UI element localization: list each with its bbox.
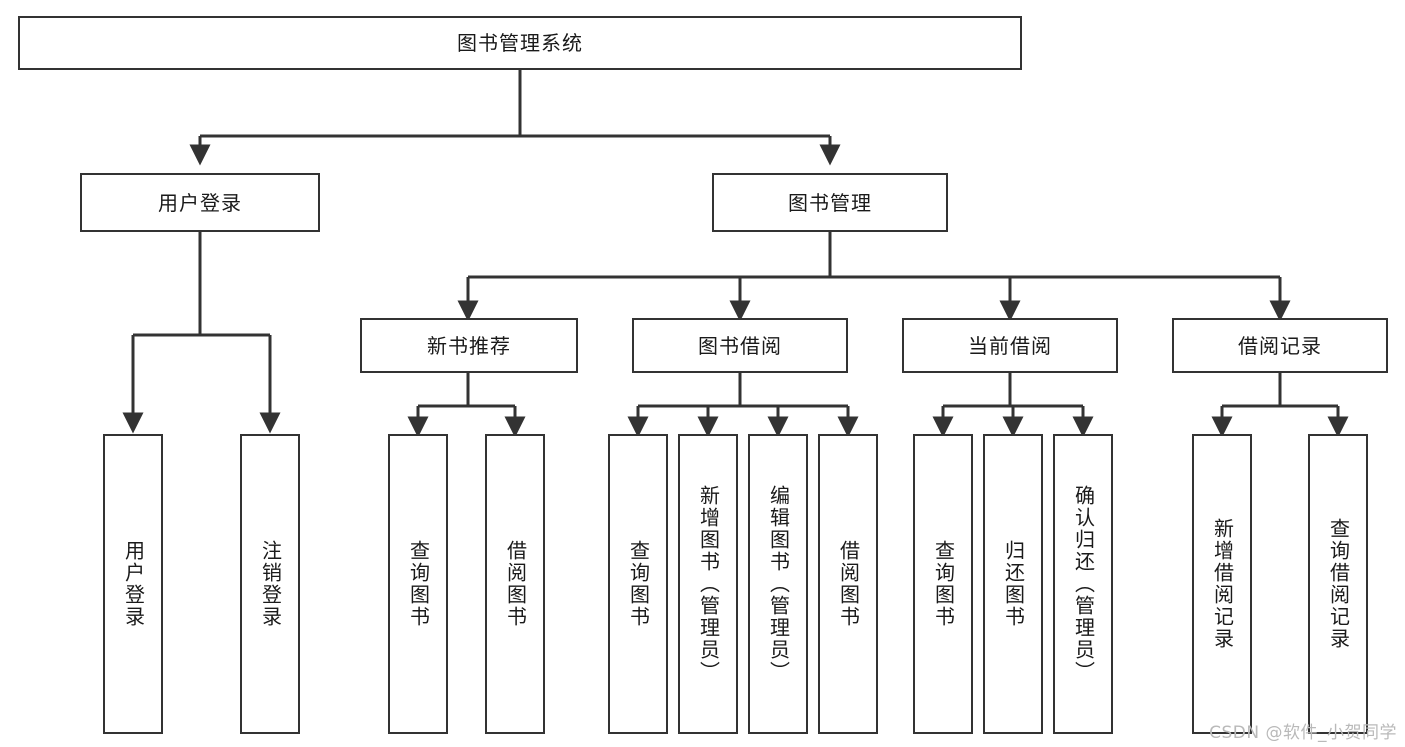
leaf-user-login-login[interactable]: 用户登录 — [103, 434, 163, 734]
leaf-label: 新增图书（管理员） — [696, 485, 721, 683]
node-root-system[interactable]: 图书管理系统 — [18, 16, 1022, 70]
node-book-borrow[interactable]: 图书借阅 — [632, 318, 848, 373]
leaf-current-return-book[interactable]: 归还图书 — [983, 434, 1043, 734]
leaf-label: 借阅图书 — [503, 540, 528, 628]
leaf-label: 新增借阅记录 — [1210, 518, 1235, 650]
leaf-label: 查询借阅记录 — [1326, 518, 1351, 650]
leaf-recommend-query-book[interactable]: 查询图书 — [388, 434, 448, 734]
leaf-label: 借阅图书 — [836, 540, 861, 628]
leaf-current-confirm-return[interactable]: 确认归还（管理员） — [1053, 434, 1113, 734]
leaf-label: 编辑图书（管理员） — [766, 485, 791, 683]
leaf-label: 查询图书 — [406, 540, 431, 628]
leaf-borrow-query-book[interactable]: 查询图书 — [608, 434, 668, 734]
leaf-label: 查询图书 — [931, 540, 956, 628]
leaf-user-login-logout[interactable]: 注销登录 — [240, 434, 300, 734]
leaf-label: 查询图书 — [626, 540, 651, 628]
leaf-label: 确认归还（管理员） — [1071, 485, 1096, 683]
leaf-borrow-edit-book[interactable]: 编辑图书（管理员） — [748, 434, 808, 734]
leaf-record-query-record[interactable]: 查询借阅记录 — [1308, 434, 1368, 734]
leaf-label: 用户登录 — [121, 540, 146, 628]
leaf-borrow-add-book[interactable]: 新增图书（管理员） — [678, 434, 738, 734]
leaf-borrow-borrow-book[interactable]: 借阅图书 — [818, 434, 878, 734]
leaf-recommend-borrow-book[interactable]: 借阅图书 — [485, 434, 545, 734]
leaf-current-query-book[interactable]: 查询图书 — [913, 434, 973, 734]
node-book-management[interactable]: 图书管理 — [712, 173, 948, 232]
leaf-label: 归还图书 — [1001, 540, 1026, 628]
node-borrow-record[interactable]: 借阅记录 — [1172, 318, 1388, 373]
node-current-borrow[interactable]: 当前借阅 — [902, 318, 1118, 373]
leaf-record-add-record[interactable]: 新增借阅记录 — [1192, 434, 1252, 734]
leaf-label: 注销登录 — [258, 540, 283, 628]
node-user-login[interactable]: 用户登录 — [80, 173, 320, 232]
node-new-book-recommend[interactable]: 新书推荐 — [360, 318, 578, 373]
csdn-watermark: CSDN @软件_小贺同学 — [1209, 723, 1397, 743]
